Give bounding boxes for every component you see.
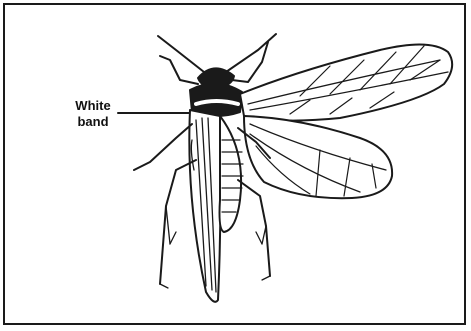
- left-antenna: [158, 36, 204, 72]
- middle-left-leg: [134, 124, 192, 170]
- abdomen: [220, 116, 242, 232]
- right-antenna: [226, 34, 276, 72]
- front-right-leg: [232, 42, 268, 82]
- front-left-leg: [160, 56, 198, 84]
- right-forewing: [240, 44, 452, 120]
